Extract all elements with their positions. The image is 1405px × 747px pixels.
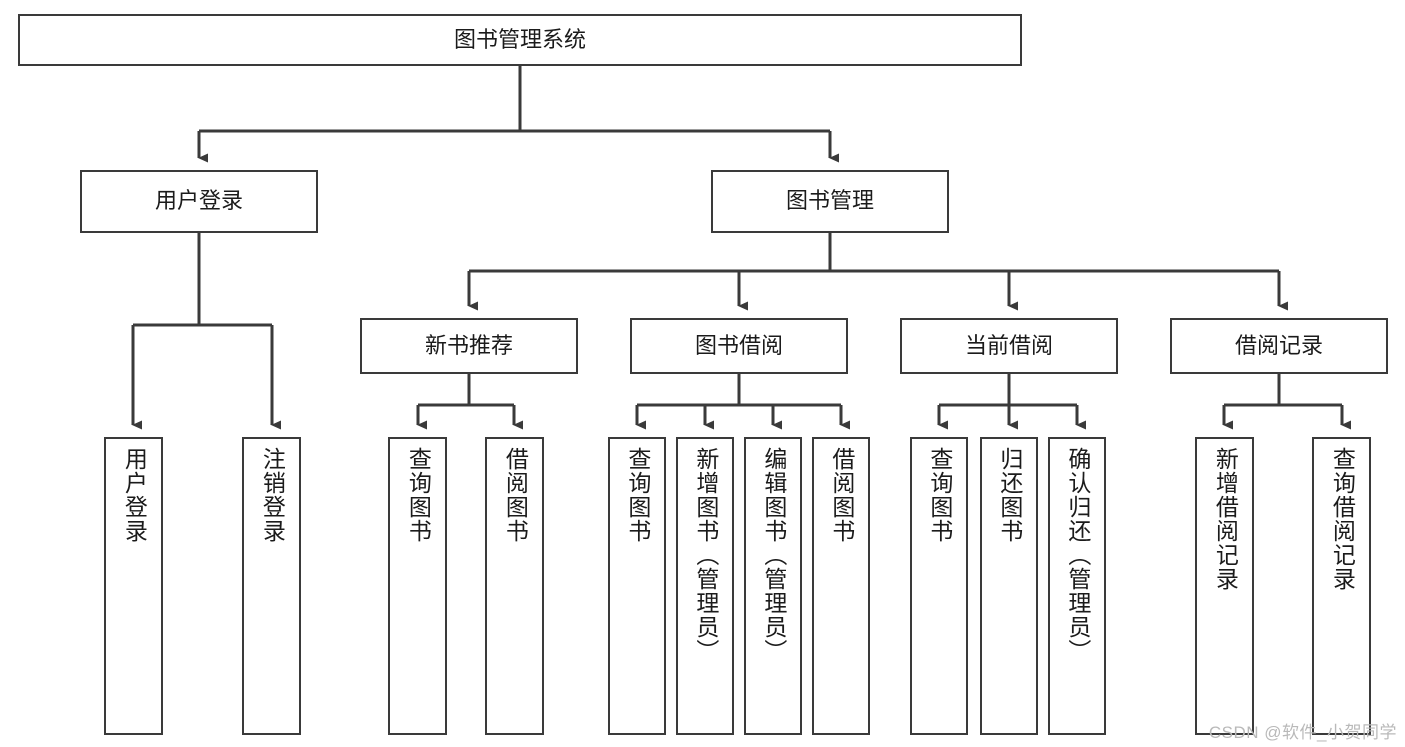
node-leaf-borrow-book-1[interactable]: 借阅图书 (485, 437, 544, 735)
node-leaf-query-book-3-label: 查询图书 (926, 447, 953, 543)
node-leaf-confirm-return-label: 确认归还（管理员） (1064, 447, 1091, 663)
node-leaf-query-book-2[interactable]: 查询图书 (608, 437, 666, 735)
node-leaf-edit-book[interactable]: 编辑图书（管理员） (744, 437, 802, 735)
node-leaf-user-login[interactable]: 用户登录 (104, 437, 163, 735)
node-leaf-query-record[interactable]: 查询借阅记录 (1312, 437, 1371, 735)
node-new-book-recommend[interactable]: 新书推荐 (360, 318, 578, 374)
node-leaf-return-book-label: 归还图书 (996, 447, 1023, 543)
node-borrow-record[interactable]: 借阅记录 (1170, 318, 1388, 374)
node-leaf-add-record[interactable]: 新增借阅记录 (1195, 437, 1254, 735)
node-book-borrow-label: 图书借阅 (694, 332, 783, 358)
node-leaf-query-book-2-label: 查询图书 (624, 447, 651, 543)
node-book-borrow[interactable]: 图书借阅 (630, 318, 848, 374)
node-book-management[interactable]: 图书管理 (711, 170, 949, 233)
node-leaf-query-book-1-label: 查询图书 (405, 447, 432, 543)
node-borrow-record-label: 借阅记录 (1234, 332, 1323, 358)
node-leaf-return-book[interactable]: 归还图书 (980, 437, 1038, 735)
node-leaf-user-login-label: 用户登录 (121, 447, 148, 543)
node-leaf-borrow-book-1-label: 借阅图书 (502, 447, 529, 543)
node-book-management-label: 图书管理 (785, 188, 874, 214)
node-leaf-add-book-label: 新增图书（管理员） (692, 447, 719, 663)
node-user-login-label: 用户登录 (154, 188, 243, 214)
node-leaf-logout[interactable]: 注销登录 (242, 437, 301, 735)
node-leaf-add-record-label: 新增借阅记录 (1212, 447, 1239, 591)
node-leaf-confirm-return[interactable]: 确认归还（管理员） (1048, 437, 1106, 735)
node-root-label: 图书管理系统 (453, 26, 586, 52)
node-user-login[interactable]: 用户登录 (80, 170, 318, 233)
node-leaf-logout-label: 注销登录 (259, 447, 286, 543)
node-leaf-borrow-book-2[interactable]: 借阅图书 (812, 437, 870, 735)
node-leaf-edit-book-label: 编辑图书（管理员） (760, 447, 787, 663)
node-leaf-borrow-book-2-label: 借阅图书 (828, 447, 855, 543)
node-current-borrow[interactable]: 当前借阅 (900, 318, 1118, 374)
node-leaf-query-record-label: 查询借阅记录 (1329, 447, 1356, 591)
node-leaf-query-book-1[interactable]: 查询图书 (388, 437, 447, 735)
node-new-book-recommend-label: 新书推荐 (424, 332, 513, 358)
node-current-borrow-label: 当前借阅 (964, 332, 1053, 358)
node-leaf-query-book-3[interactable]: 查询图书 (910, 437, 968, 735)
node-root[interactable]: 图书管理系统 (18, 14, 1022, 66)
node-leaf-add-book[interactable]: 新增图书（管理员） (676, 437, 734, 735)
